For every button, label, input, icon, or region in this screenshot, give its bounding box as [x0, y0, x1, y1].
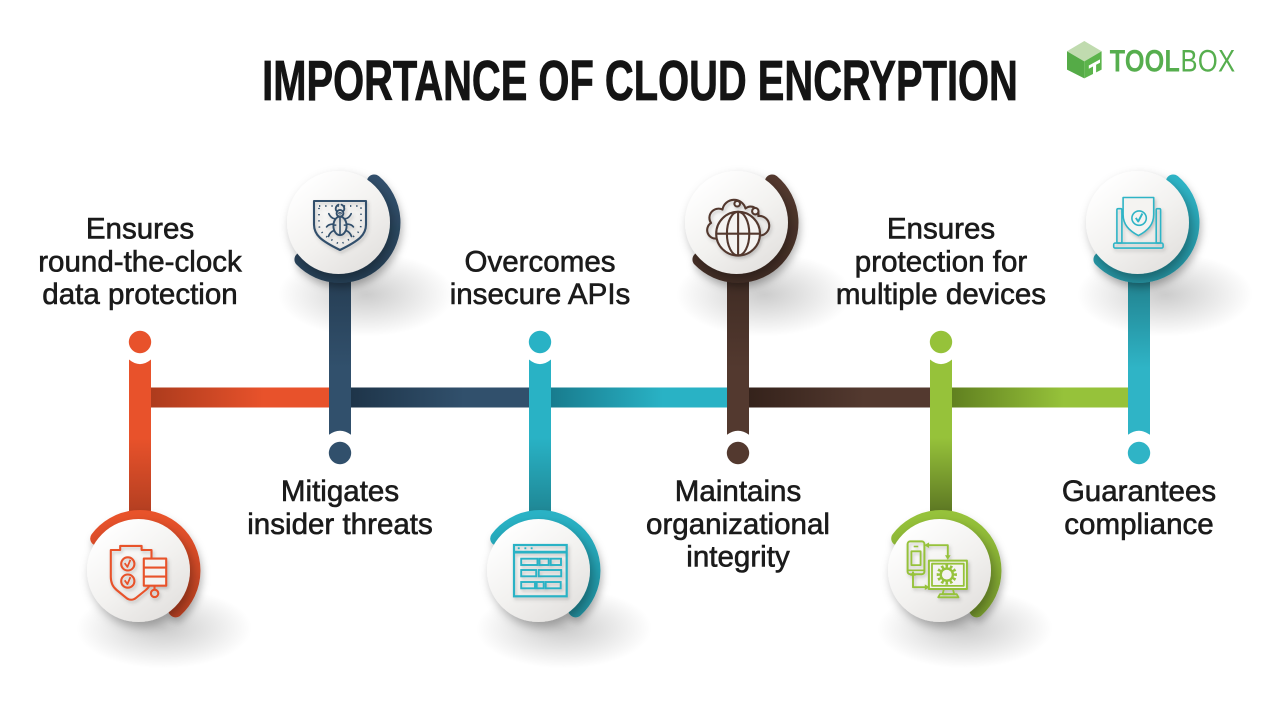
svg-text:multiple devices: multiple devices: [836, 278, 1046, 311]
svg-text:Ensures: Ensures: [86, 212, 194, 245]
svg-text:insider threats: insider threats: [247, 508, 433, 541]
svg-text:protection for: protection for: [855, 245, 1027, 278]
svg-text:Guarantees: Guarantees: [1062, 475, 1216, 508]
svg-text:BOX: BOX: [1181, 44, 1236, 79]
svg-text:Mitigates: Mitigates: [281, 475, 399, 508]
svg-text:TOOL: TOOL: [1110, 44, 1180, 79]
svg-text:Ensures: Ensures: [887, 212, 995, 245]
svg-text:integrity: integrity: [686, 540, 790, 573]
svg-text:IMPORTANCE OF CLOUD ENCRYPTION: IMPORTANCE OF CLOUD ENCRYPTION: [262, 49, 1018, 113]
svg-text:organizational: organizational: [646, 508, 830, 541]
svg-text:Maintains: Maintains: [675, 475, 801, 508]
svg-text:Overcomes: Overcomes: [464, 245, 615, 278]
svg-text:data protection: data protection: [42, 278, 237, 311]
svg-text:round-the-clock: round-the-clock: [38, 245, 242, 278]
svg-text:insecure APIs: insecure APIs: [450, 278, 631, 311]
svg-text:compliance: compliance: [1064, 508, 1213, 541]
